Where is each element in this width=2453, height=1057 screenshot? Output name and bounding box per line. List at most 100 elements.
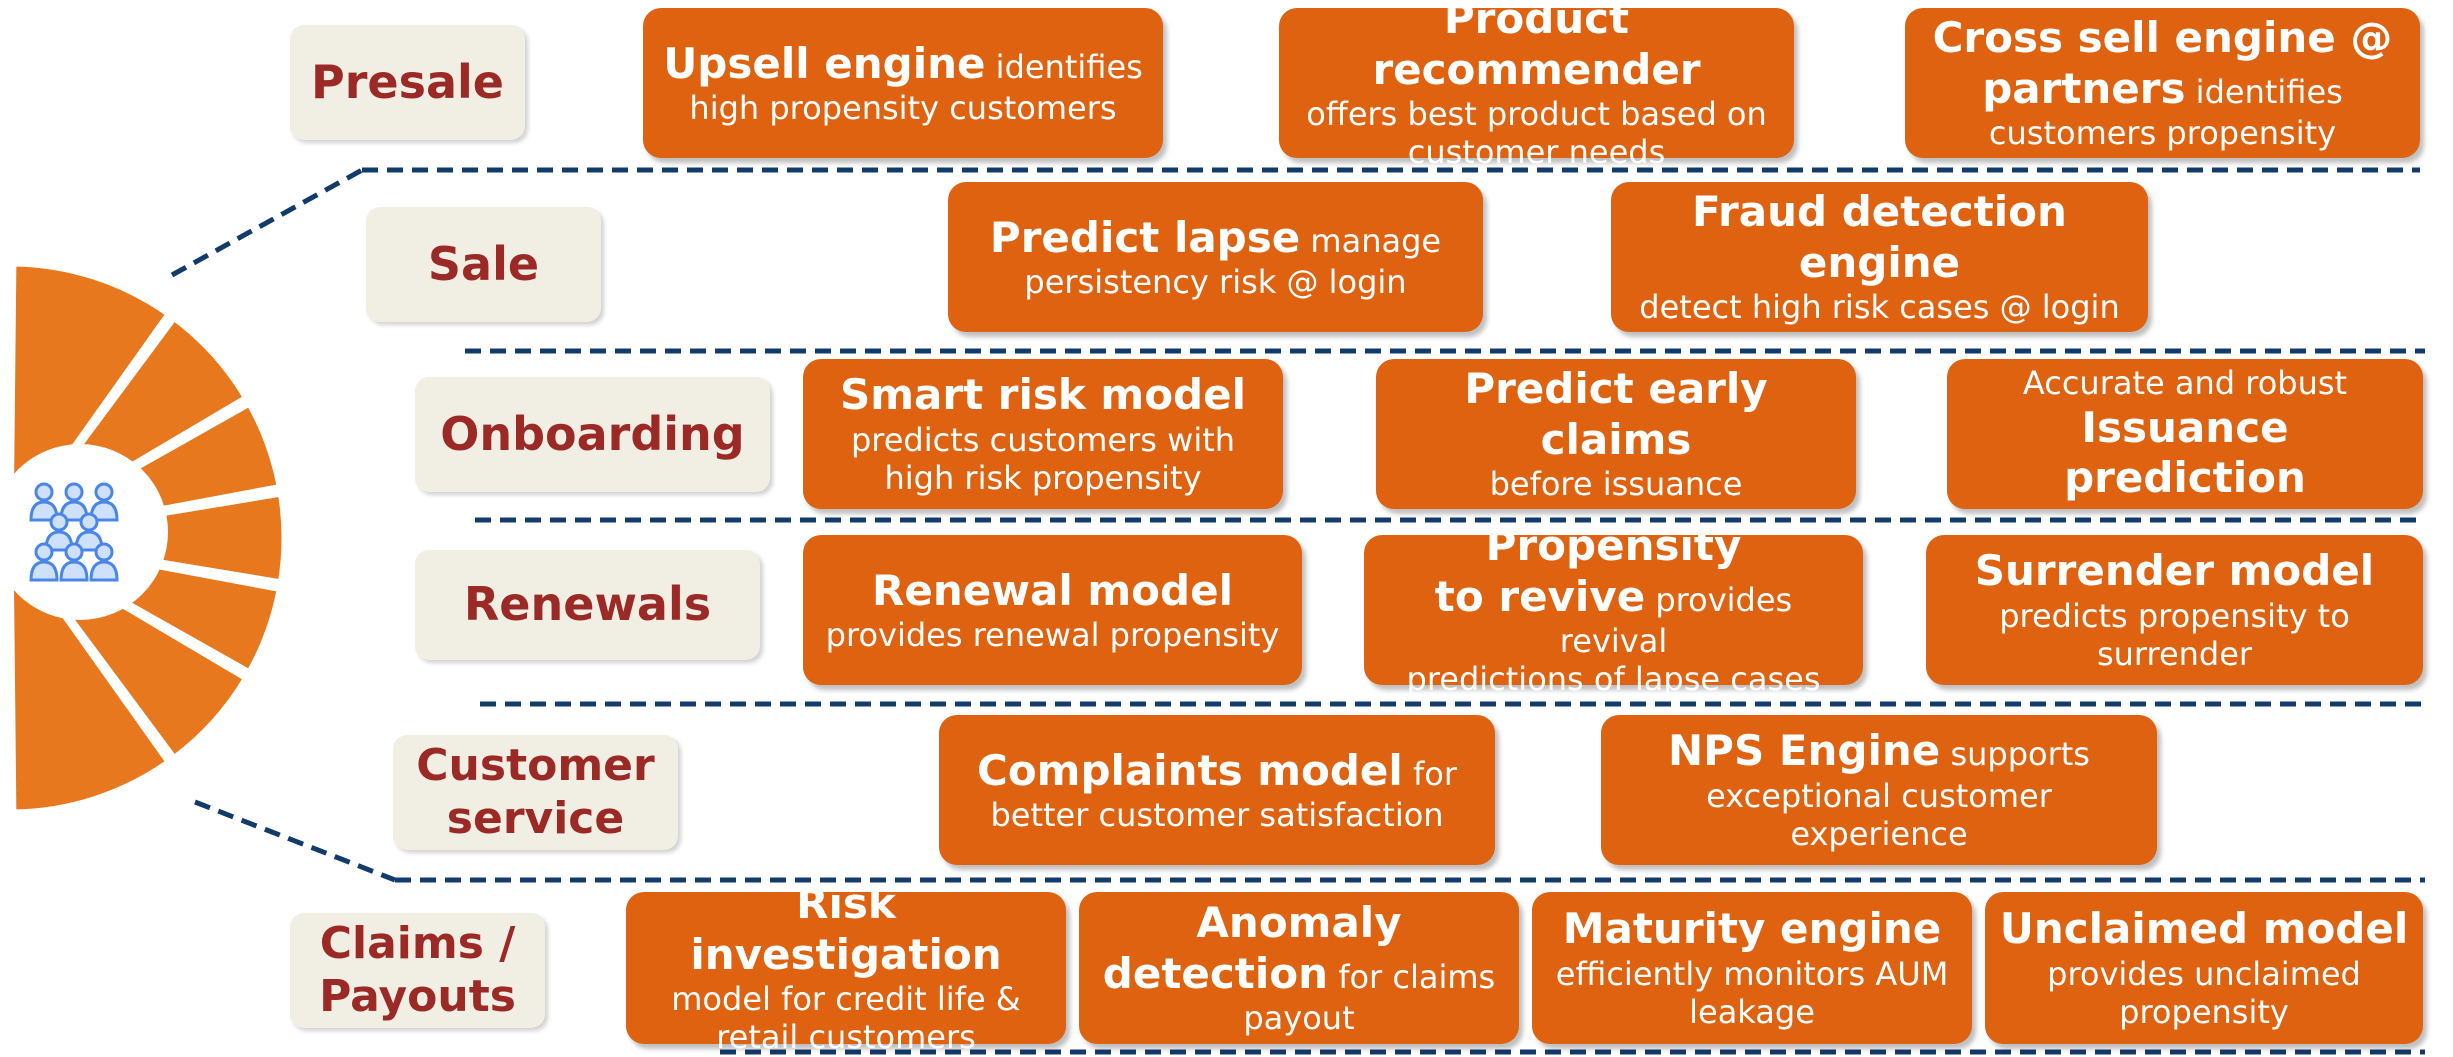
card-title: Predict early claims <box>1464 364 1768 464</box>
card-line: payout <box>1243 999 1354 1037</box>
card-line: exceptional customer experience <box>1615 777 2143 854</box>
card-description: detect high risk cases @ login <box>1639 288 2120 327</box>
card-title: partners <box>1982 63 2186 113</box>
card-description: better customer satisfaction <box>990 796 1444 834</box>
card-line: leakage <box>1689 993 1815 1031</box>
card-line: predictions of lapse cases <box>1407 660 1821 698</box>
card-description: customer needs <box>1407 133 1666 172</box>
card-description: supports <box>1940 735 2090 774</box>
card-description: identifies <box>985 47 1143 86</box>
card-line: detect high risk cases @ login <box>1639 288 2119 326</box>
card-line: Fraud detection engine <box>1625 187 2134 288</box>
card-description: predictions of lapse cases <box>1406 660 1821 699</box>
card-line: NPS Engine supports <box>1668 726 2090 776</box>
card-line: Product recommender <box>1293 0 1780 95</box>
people-group-icon <box>29 482 119 582</box>
card-line: Unclaimed model <box>2000 904 2409 954</box>
card-title: Upsell engine <box>663 38 986 88</box>
card-line: customers propensity <box>1989 114 2336 152</box>
card-line: persistency risk @ login <box>1024 263 1406 301</box>
card-description: predicts customers with <box>850 420 1236 459</box>
card-description: offers best product based on <box>1306 95 1767 133</box>
card-description: provides unclaimed <box>2047 954 2361 993</box>
card-line: detection for claims <box>1103 949 1495 999</box>
card-title: Unclaimed model <box>1999 904 2409 954</box>
card-line: retail customers <box>716 1018 976 1056</box>
card-line: Accurate and robust <box>2023 364 2347 402</box>
card-title: Product recommender <box>1372 0 1701 94</box>
card-description: persistency risk @ login <box>1024 263 1407 301</box>
card-line: Anomaly <box>1196 898 1401 948</box>
card-line: partners identifies <box>1982 64 2343 114</box>
card-line: customer needs <box>1408 133 1666 171</box>
card-line: efficiently monitors AUM <box>1556 955 1949 993</box>
card-description: for <box>1402 754 1457 793</box>
card-line: provides renewal propensity <box>826 616 1280 654</box>
card-line: Complaints model for <box>977 746 1457 796</box>
card-line: high propensity customers <box>689 89 1116 127</box>
stage-label-onboarding: Onboarding <box>415 377 770 492</box>
card-description: Accurate and robust <box>2022 364 2348 403</box>
card-title: Issuance prediction <box>2064 402 2306 503</box>
card-title: NPS Engine <box>1668 726 1941 776</box>
card-description: for claims <box>1328 957 1496 996</box>
card-title: Predict lapse <box>989 212 1301 262</box>
card-description: customers propensity <box>1988 114 2337 153</box>
card-description: identifies <box>2185 72 2343 111</box>
card-line: Predict early claims <box>1390 364 1842 465</box>
card-description: retail customers <box>716 1018 976 1057</box>
card-line: model for credit life & <box>671 980 1021 1018</box>
card-line: high risk propensity <box>884 459 1201 497</box>
card-line: to revive provides revival <box>1378 572 1849 661</box>
card-line: predicts propensity to <box>1999 597 2350 635</box>
card-title: Anomaly <box>1196 898 1402 948</box>
card-line: predicts customers with <box>851 421 1235 459</box>
stage-label-renewals: Renewals <box>415 550 760 660</box>
card-description: efficiently monitors AUM <box>1555 954 1949 993</box>
card-line: Propensity <box>1486 521 1742 571</box>
card-line: Predict lapse manage <box>990 213 1441 263</box>
card-line: offers best product based on <box>1306 95 1767 133</box>
stage-divider-line <box>170 167 364 278</box>
stage-divider-line <box>194 799 396 883</box>
card-description: surrender <box>2096 635 2253 674</box>
card-title: Risk investigation <box>690 879 1002 979</box>
stage-label-presale: Presale <box>290 25 525 140</box>
card-line: propensity <box>2119 993 2289 1031</box>
card-line: Renewal model <box>872 566 1233 616</box>
card-title: Cross sell engine @ <box>1932 13 2393 63</box>
card-line: better customer satisfaction <box>990 796 1443 834</box>
stage-label-customer-service: Customer service <box>393 735 678 850</box>
card-title: Renewal model <box>872 565 1233 615</box>
card-title: Propensity <box>1485 521 1742 571</box>
card-description: exceptional customer experience <box>1706 776 2052 854</box>
card-description: before issuance <box>1489 465 1743 504</box>
card-description: leakage <box>1689 993 1815 1032</box>
card-description: predicts propensity to <box>1999 596 2350 635</box>
card-title: Maturity engine <box>1562 904 1942 954</box>
card-description: payout <box>1243 999 1355 1038</box>
card-line: Upsell engine identifies <box>663 39 1143 89</box>
card-line: Maturity engine <box>1563 904 1942 954</box>
card-description: manage <box>1300 221 1442 260</box>
card-line: Smart risk model <box>840 370 1246 420</box>
card-line: Issuance prediction <box>1961 403 2409 504</box>
card-line: surrender <box>2097 635 2252 673</box>
